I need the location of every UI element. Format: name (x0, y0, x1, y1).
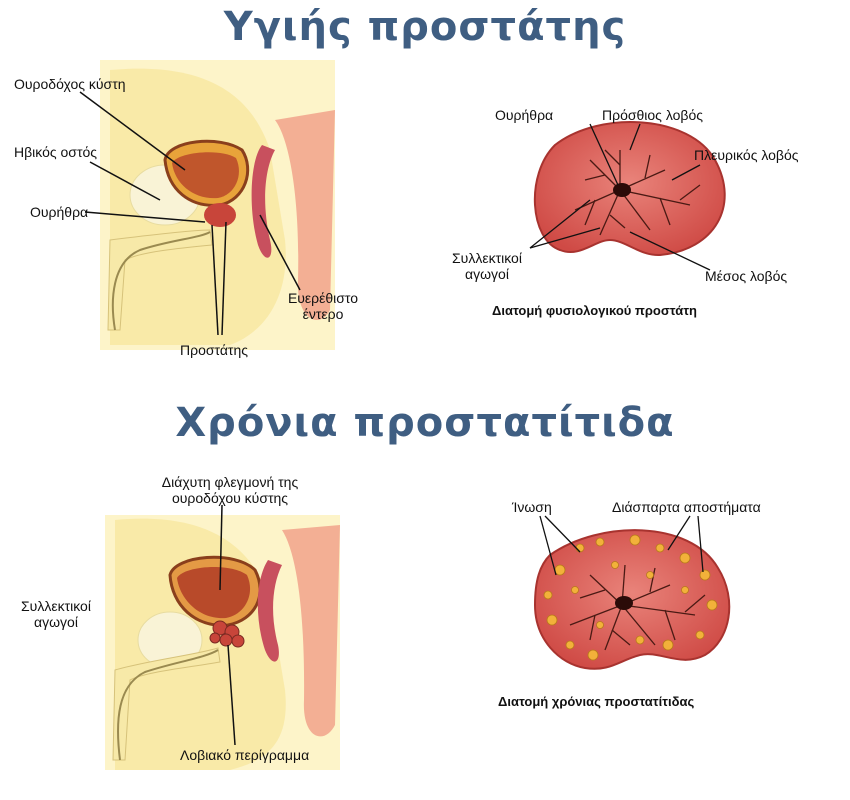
lobular-prostate (209, 620, 245, 648)
title-chronic: Χρόνια προστατίτιδα (175, 400, 675, 446)
label-lateral-lobe: Πλευρικός λοβός (694, 147, 799, 163)
prostate (204, 203, 236, 227)
rectum (251, 145, 275, 258)
normal-cross-section (529, 121, 726, 271)
label-bladder: Ουροδόχος κύστη (14, 76, 126, 92)
label-middle-lobe: Μέσος λοβός (705, 268, 788, 284)
label-ducts: Συλλεκτικοί αγωγοί (452, 250, 522, 282)
healthy-sagittal-illustration (79, 60, 335, 350)
caption-chronic: Διατομή χρόνιας προστατίτιδας (498, 694, 695, 709)
abscess-dots (543, 534, 718, 661)
label-section-urethra: Ουρήθρα (495, 107, 554, 123)
label-abscesses: Διάσπαρτα αποστήματα (612, 499, 761, 515)
label-rectum: Ευερέθιστο έντερο (287, 290, 359, 322)
chronic-cross-section (533, 515, 731, 670)
label-lobular: Λοβιακό περίγραμμα (180, 747, 310, 763)
title-healthy: Υγιής προστάτης (223, 4, 627, 50)
label-bottom-ducts: Συλλεκτικοί αγωγοί (21, 598, 91, 630)
label-pubic-bone: Ηβικός οστός (14, 144, 98, 160)
label-inflammation: Διάχυτη φλεγμονή της ουροδόχου κύστης (161, 474, 299, 506)
label-anterior-lobe: Πρόσθιος λοβός (602, 107, 703, 123)
label-prostate: Προστάτης (180, 342, 248, 358)
caption-normal: Διατομή φυσιολογικού προστάτη (492, 303, 697, 318)
label-fibrosis: Ίνωση (512, 499, 552, 515)
label-urethra: Ουρήθρα (30, 204, 89, 220)
chronic-sagittal-illustration (105, 504, 340, 770)
